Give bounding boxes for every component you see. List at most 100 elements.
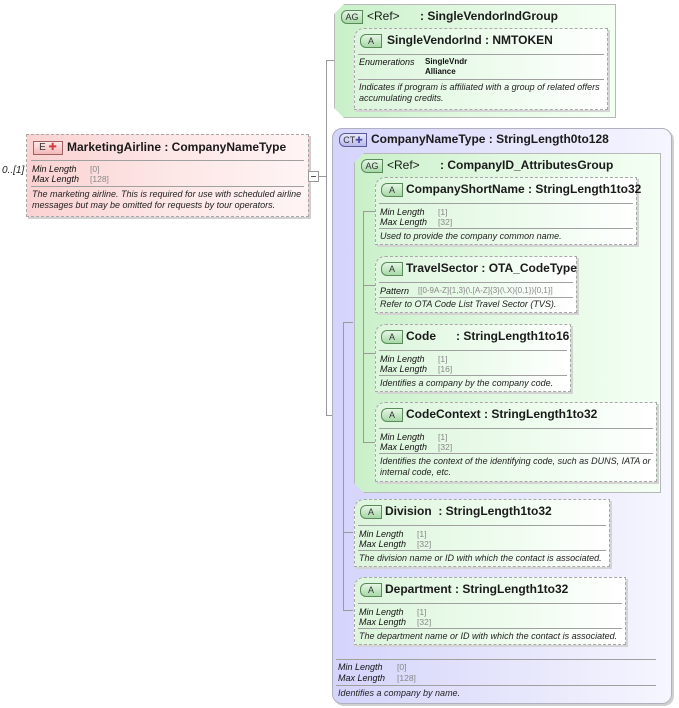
- prop-value: [0]: [90, 164, 100, 174]
- connector-ct-vertical: [343, 322, 344, 610]
- prop-label: Min Length: [359, 529, 404, 539]
- attribute-title: SingleVendorInd : NMTOKEN: [387, 33, 553, 47]
- divider: [31, 160, 304, 161]
- prop-label: Min Length: [359, 607, 404, 617]
- prop-value: [[0-9A-Z]{1,3}(\.[A-Z]{3}(\.X){0,1}){0,1…: [418, 286, 553, 295]
- attribute-company-short-name[interactable]: A CompanyShortName : StringLength1to32 M…: [375, 177, 637, 245]
- attribute-code[interactable]: A Code : StringLength1to16 Min Length [1…: [375, 324, 571, 392]
- prop-label: Min Length: [380, 207, 425, 217]
- occurrence-label: 0..[1]: [2, 165, 25, 176]
- enum-value: SingleVndr: [425, 57, 468, 66]
- prop-label: Min Length: [338, 662, 383, 672]
- divider: [358, 54, 604, 55]
- prop-value: [32]: [417, 539, 432, 549]
- attribute-badge-icon: A: [381, 183, 403, 197]
- plus-icon: ✚: [355, 135, 363, 145]
- divider: [379, 282, 573, 283]
- connector-to-division: [343, 532, 353, 533]
- attribute-badge-icon: A: [360, 583, 382, 597]
- enumerations-label: Enumerations: [359, 57, 415, 67]
- divider: [358, 550, 606, 551]
- connector-ag-vertical: [363, 211, 364, 442]
- connector-to-attr: [363, 211, 375, 212]
- attribute-documentation: Used to provide the company common name.: [380, 231, 562, 241]
- divider: [31, 186, 304, 187]
- prop-label: Max Length: [380, 442, 428, 452]
- attribute-travel-sector[interactable]: A TravelSector : OTA_CodeType Pattern [[…: [375, 256, 577, 313]
- prop-value: [128]: [90, 174, 109, 184]
- prop-label: Max Length: [338, 673, 386, 683]
- divider: [358, 79, 604, 80]
- connector-to-ag-company-id: [343, 322, 353, 323]
- collapse-toggle-icon[interactable]: [308, 171, 319, 182]
- prop-label: Max Length: [380, 217, 428, 227]
- connector-element-to-tree: [318, 176, 326, 177]
- ag-ref-label: <Ref>: [367, 9, 400, 23]
- attribute-documentation: Identifies a company by the company code…: [380, 378, 554, 388]
- prop-label: Min Length: [380, 354, 425, 364]
- ag-name: : CompanyID_AttributesGroup: [440, 158, 614, 172]
- attribute-department[interactable]: A Department : StringLength1to32 Min Len…: [354, 577, 626, 645]
- attribute-group-company-id[interactable]: AG <Ref> : CompanyID_AttributesGroup A C…: [354, 153, 661, 493]
- attribute-code-context[interactable]: A CodeContext : StringLength1to32 Min Le…: [375, 402, 657, 482]
- divider: [358, 628, 622, 629]
- prop-value: [1]: [438, 207, 448, 217]
- prop-value: [32]: [438, 442, 453, 452]
- prop-label: Pattern: [380, 286, 410, 296]
- prop-value: [128]: [397, 673, 416, 683]
- attribute-documentation: The department name or ID with which the…: [359, 631, 618, 641]
- plus-icon: ✚: [48, 142, 57, 153]
- attribute-title: CodeContext : StringLength1to32: [406, 407, 598, 421]
- prop-value: [32]: [438, 217, 453, 227]
- complex-type-badge-icon: CT✚: [339, 133, 367, 147]
- attribute-documentation: Identifies the context of the identifyin…: [380, 456, 651, 477]
- prop-label: Max Length: [359, 617, 407, 627]
- attribute-badge-icon: A: [381, 408, 403, 422]
- divider: [379, 297, 573, 298]
- attribute-badge-icon: A: [381, 330, 403, 344]
- divider: [379, 428, 653, 429]
- attribute-title: CompanyShortName : StringLength1to32: [406, 182, 642, 196]
- prop-value: [1]: [417, 529, 427, 539]
- divider: [336, 659, 656, 660]
- connector-to-ag-single-vendor: [326, 60, 334, 61]
- complex-type-company-name-type[interactable]: CT✚ CompanyNameType : StringLength0to128…: [332, 128, 672, 704]
- complex-type-documentation: Identifies a company by name.: [338, 688, 461, 698]
- element-title: MarketingAirline : CompanyNameType: [67, 140, 287, 154]
- attribute-title: Department : StringLength1to32: [385, 582, 569, 596]
- attribute-group-badge-icon: AG: [341, 10, 363, 24]
- complex-type-title: CompanyNameType : StringLength0to128: [371, 132, 609, 146]
- attribute-group-single-vendor[interactable]: AG <Ref> : SingleVendorIndGroup A Single…: [334, 4, 616, 118]
- prop-value: [32]: [417, 617, 432, 627]
- divider: [379, 228, 633, 229]
- attribute-documentation: Refer to OTA Code List Travel Sector (TV…: [380, 299, 557, 309]
- prop-label: Max Length: [32, 174, 80, 184]
- attribute-title: TravelSector : OTA_CodeType: [406, 261, 577, 275]
- attribute-division[interactable]: A Division : StringLength1to32 Min Lengt…: [354, 499, 610, 567]
- divider: [358, 525, 606, 526]
- attribute-documentation: The division name or ID with which the c…: [359, 553, 602, 563]
- prop-value: [1]: [417, 607, 427, 617]
- enum-value: Alliance: [425, 67, 456, 76]
- attribute-documentation: Indicates if program is affiliated with …: [359, 82, 600, 103]
- attribute-title: Division : StringLength1to32: [385, 504, 552, 518]
- prop-value: [16]: [438, 364, 453, 374]
- prop-label: Min Length: [32, 164, 77, 174]
- connector-to-attr: [363, 442, 375, 443]
- divider: [379, 375, 567, 376]
- prop-label: Max Length: [380, 364, 428, 374]
- divider: [379, 453, 653, 454]
- element-marketing-airline[interactable]: E ✚ MarketingAirline : CompanyNameType M…: [26, 134, 309, 217]
- divider: [336, 685, 656, 686]
- ag-name: : SingleVendorIndGroup: [420, 9, 558, 23]
- attribute-badge-icon: A: [360, 505, 382, 519]
- attribute-single-vendor-ind[interactable]: A SingleVendorInd : NMTOKEN Enumerations…: [354, 28, 608, 110]
- attribute-badge-icon: A: [381, 262, 403, 276]
- prop-value: [1]: [438, 354, 448, 364]
- connector-to-attr: [363, 353, 375, 354]
- connector-main-vertical: [326, 60, 327, 415]
- connector-to-department: [343, 610, 353, 611]
- attribute-badge-icon: A: [360, 34, 382, 48]
- attribute-group-badge-icon: AG: [361, 159, 383, 173]
- divider: [379, 203, 633, 204]
